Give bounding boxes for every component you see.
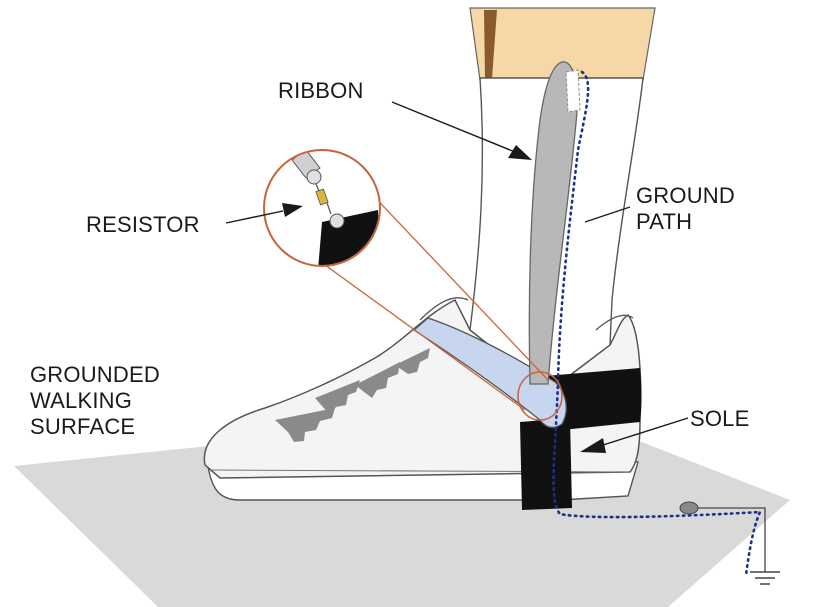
ground-path-pointer — [584, 206, 631, 223]
shoe-stripe-2 — [315, 380, 360, 415]
heel-sole-block — [520, 418, 572, 510]
callout-line-bottom — [324, 264, 526, 411]
label-grounded-walking-surface: GROUNDED WALKING SURFACE — [30, 362, 160, 440]
ground-terminal — [679, 501, 699, 515]
label-ribbon: RIBBON — [278, 78, 364, 103]
ground-wire — [698, 507, 766, 572]
label-ground-path-line-2: PATH — [636, 209, 693, 234]
label-resistor: RESISTOR — [86, 212, 200, 237]
callout-target-circle — [517, 371, 563, 421]
leg-shadow — [484, 10, 497, 78]
label-surface-line-3: SURFACE — [30, 414, 136, 439]
zoom-resistor-body — [315, 188, 329, 206]
blue-strap — [412, 317, 567, 429]
ribbon-pointer — [391, 101, 516, 153]
sole-pointer — [599, 417, 689, 447]
ribbon — [528, 61, 579, 385]
shoe-stripe-4 — [395, 348, 430, 374]
zoom-stud-bottom — [329, 213, 345, 229]
resistor-arrowhead — [282, 203, 303, 217]
shoe-stripe-3 — [355, 362, 400, 398]
label-ground-path: GROUND PATH — [636, 183, 735, 235]
ribbon-arrowhead — [508, 145, 532, 160]
ribbon-loop-clip — [565, 69, 581, 113]
ground-path-line — [552, 70, 763, 577]
zoom-resistor-leads — [315, 183, 332, 215]
label-surface-line-2: WALKING — [30, 388, 133, 413]
label-ground-path-line-1: GROUND — [636, 183, 735, 208]
shoe-stripe-1 — [275, 408, 335, 442]
label-sole: SOLE — [690, 406, 750, 431]
label-surface-line-1: GROUNDED — [30, 362, 160, 387]
sole-arrowhead — [580, 438, 606, 453]
zoom-stud-top — [306, 169, 322, 185]
heel-band — [545, 368, 642, 430]
resistor-pointer — [225, 210, 284, 224]
shoe-collar — [419, 297, 634, 331]
ground-symbol — [750, 571, 780, 585]
